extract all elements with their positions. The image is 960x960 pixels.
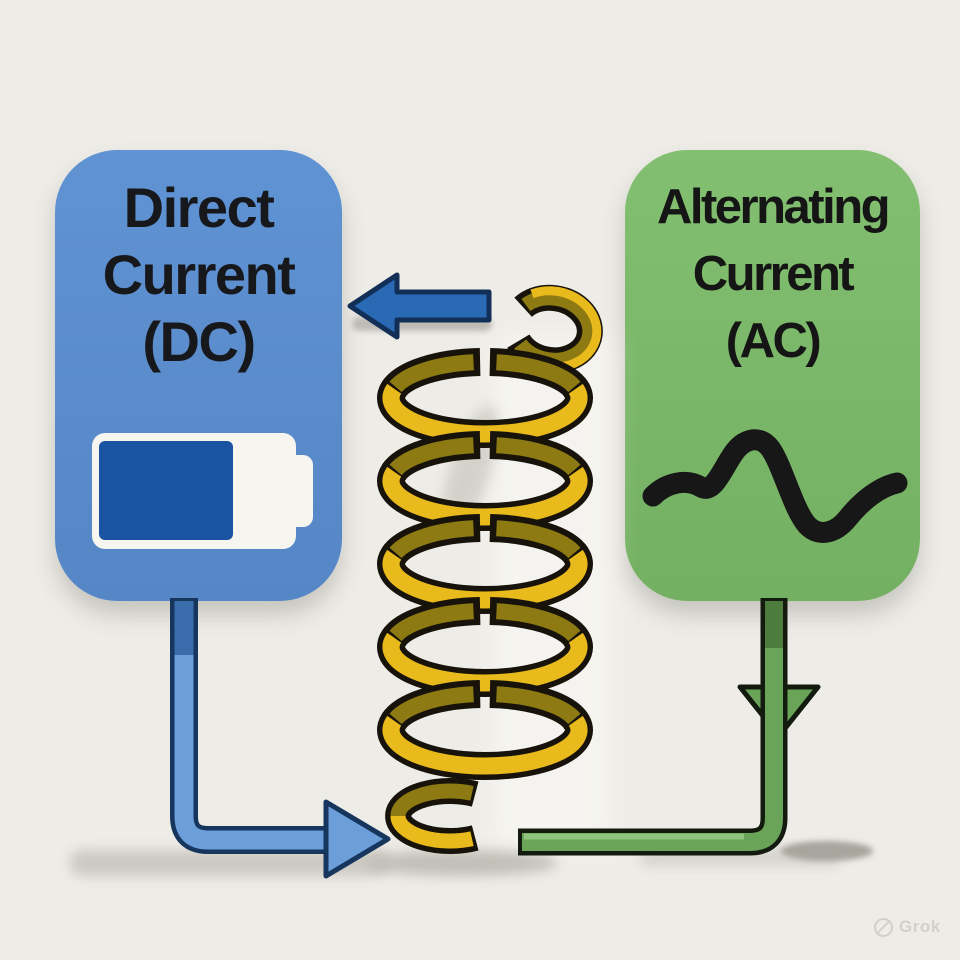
dc-wire [170,598,391,879]
ac-wire-outline [518,598,788,856]
dc-title-line-3: (DC) [142,310,256,373]
dc-box-title: Direct Current (DC) [55,174,342,375]
ac-box: Alternating Current (AC) [625,150,920,601]
watermark: Grok [874,917,941,937]
coil-turn [377,431,593,532]
dc-title-line-2: Current [102,243,296,306]
ac-title-line-1: Alternating [656,180,891,234]
ac-title-line-3: (AC) [725,314,822,368]
coil-top-hook [507,284,603,374]
coil-turn [377,514,593,615]
coil-bottom-end [385,778,479,854]
battery-icon [92,433,313,549]
coil-icon [377,284,603,854]
ac-wire-fill [522,601,783,851]
battery-terminal [296,455,313,527]
dc-box: Direct Current (DC) [55,150,342,601]
dc-input-arrow [347,272,492,340]
battery-charge-level [99,441,233,540]
ac-down-arrow [737,684,821,739]
coil-turn [377,597,593,698]
dc-wire-fill [174,601,330,850]
watermark-label: Grok [899,917,941,936]
ac-wire [518,598,821,856]
grok-logo-icon [874,917,893,937]
coil-turn [377,348,593,449]
dc-wire-arrowhead [323,799,391,879]
dc-title-line-1: Direct [123,176,275,239]
coil-turn [377,680,593,781]
dc-wire-outline [170,598,330,854]
ac-box-title: Alternating Current (AC) [625,174,920,375]
ac-title-line-2: Current [692,247,855,301]
